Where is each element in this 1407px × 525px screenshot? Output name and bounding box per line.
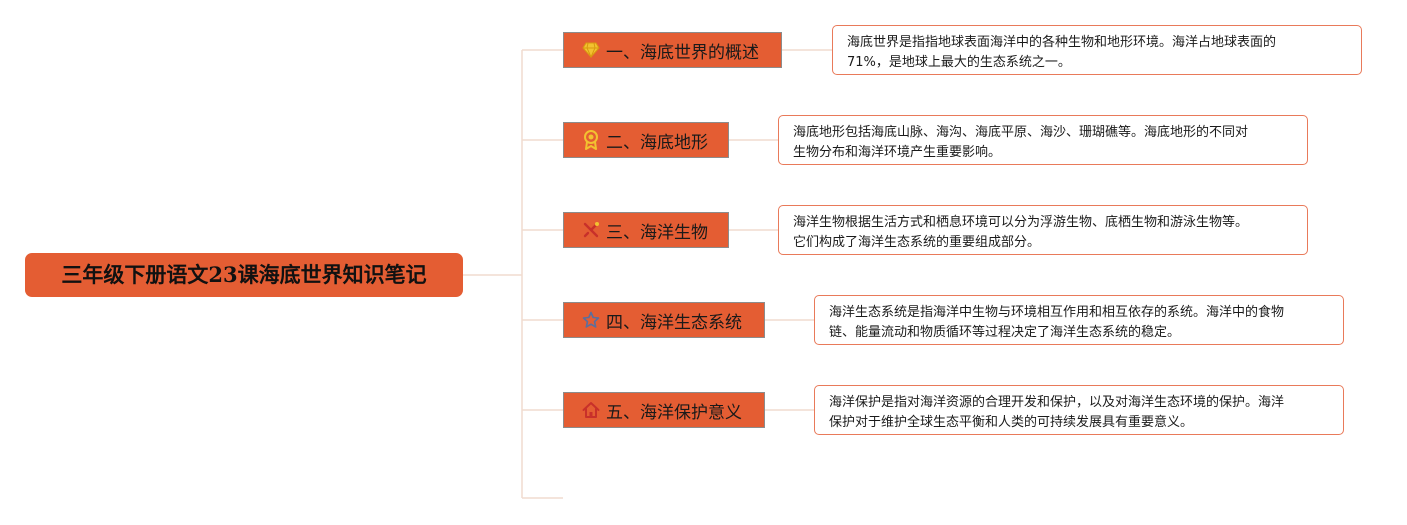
note-line: 海底地形包括海底山脉、海沟、海底平原、海沙、珊瑚礁等。海底地形的不同对: [793, 125, 1249, 140]
medal-icon: [581, 130, 601, 150]
branch-topic-ocean-protection[interactable]: 五、海洋保护意义: [563, 392, 765, 428]
note-line: 链、能量流动和物质循环等过程决定了海洋生态系统的稳定。: [829, 325, 1181, 340]
branch-label: 二、海底地形: [606, 132, 708, 153]
tools-icon: [581, 220, 601, 240]
branch-label: 五、海洋保护意义: [606, 402, 742, 423]
note-ocean-protection[interactable]: 海洋保护是指对海洋资源的合理开发和保护，以及对海洋生态环境的保护。海洋 保护对于…: [814, 385, 1344, 435]
star-icon: [581, 310, 601, 330]
note-line: 它们构成了海洋生态系统的重要组成部分。: [793, 235, 1041, 250]
branch-topic-seabed-terrain[interactable]: 二、海底地形: [563, 122, 729, 158]
branch-topic-marine-ecosystem[interactable]: 四、海洋生态系统: [563, 302, 765, 338]
branch-label: 一、海底世界的概述: [606, 42, 759, 63]
note-seabed-terrain[interactable]: 海底地形包括海底山脉、海沟、海底平原、海沙、珊瑚礁等。海底地形的不同对 生物分布…: [778, 115, 1308, 165]
note-line: 海底世界是指指地球表面海洋中的各种生物和地形环境。海洋占地球表面的: [847, 35, 1277, 50]
branch-label: 三、海洋生物: [606, 222, 708, 243]
note-line: 海洋生物根据生活方式和栖息环境可以分为浮游生物、底栖生物和游泳生物等。: [793, 215, 1249, 230]
diamond-icon: [581, 40, 601, 60]
branch-label: 四、海洋生态系统: [606, 312, 742, 333]
note-overview[interactable]: 海底世界是指指地球表面海洋中的各种生物和地形环境。海洋占地球表面的 71%，是地…: [832, 25, 1362, 75]
root-topic[interactable]: 三年级下册语文23课海底世界知识笔记: [25, 253, 463, 297]
note-line: 71%，是地球上最大的生态系统之一。: [847, 55, 1071, 70]
note-line: 生物分布和海洋环境产生重要影响。: [793, 145, 1002, 160]
note-line: 海洋保护是指对海洋资源的合理开发和保护，以及对海洋生态环境的保护。海洋: [829, 395, 1285, 410]
note-marine-life[interactable]: 海洋生物根据生活方式和栖息环境可以分为浮游生物、底栖生物和游泳生物等。 它们构成…: [778, 205, 1308, 255]
note-line: 海洋生态系统是指海洋中生物与环境相互作用和相互依存的系统。海洋中的食物: [829, 305, 1285, 320]
branch-topic-overview[interactable]: 一、海底世界的概述: [563, 32, 782, 68]
note-marine-ecosystem[interactable]: 海洋生态系统是指海洋中生物与环境相互作用和相互依存的系统。海洋中的食物 链、能量…: [814, 295, 1344, 345]
branch-topic-marine-life[interactable]: 三、海洋生物: [563, 212, 729, 248]
house-icon: [581, 400, 601, 420]
note-line: 保护对于维护全球生态平衡和人类的可持续发展具有重要意义。: [829, 415, 1194, 430]
